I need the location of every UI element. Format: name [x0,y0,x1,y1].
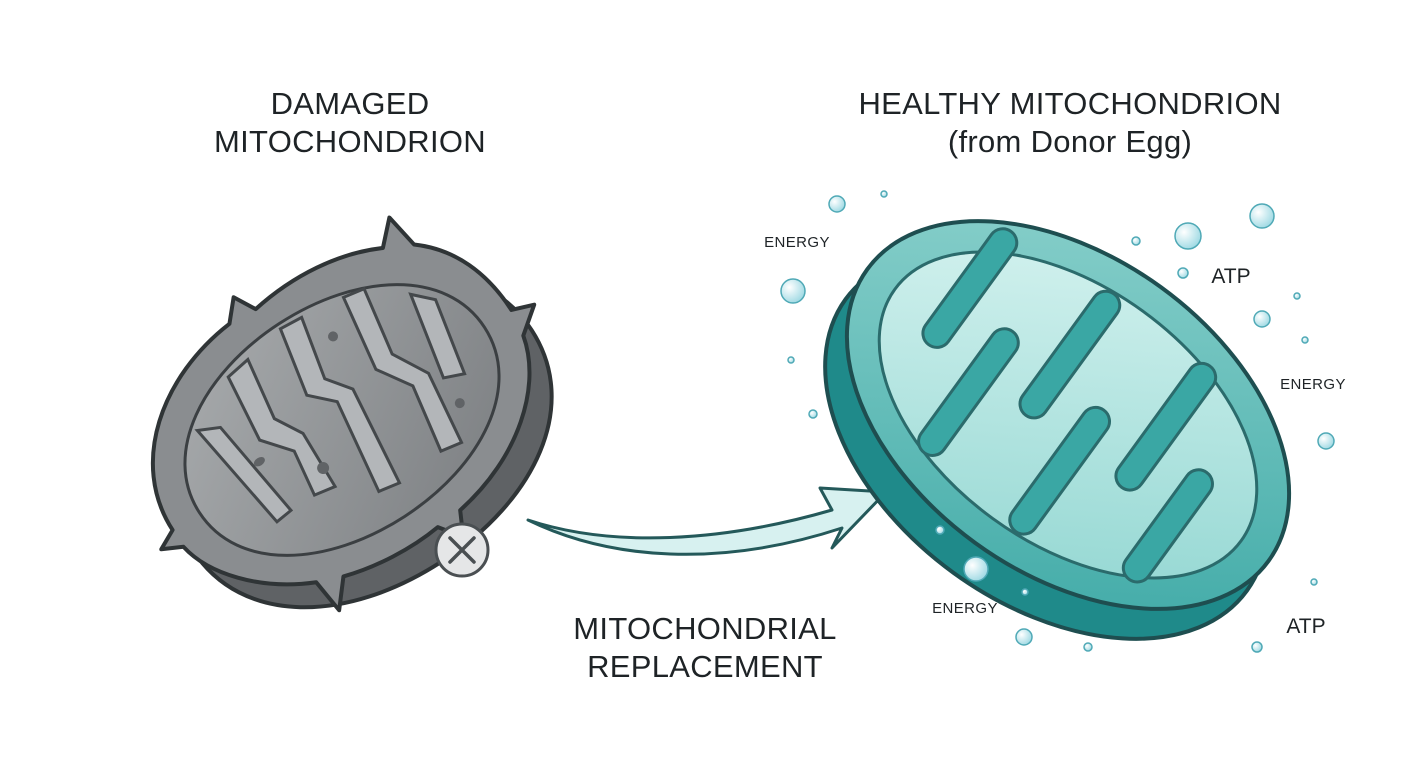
healthy-title-line2: (from Donor Egg) [947,123,1193,159]
healthy-mitochondrion [823,219,1292,641]
energy-label-1: ENERGY [764,234,830,251]
healthy-title: HEALTHY MITOCHONDRION (from Donor Egg) [820,85,1320,161]
replacement-arrow [526,486,888,556]
energy-bubbles [780,190,1335,653]
energy-label-2: ENERGY [1280,376,1346,393]
healthy-cristae [917,227,1218,584]
damaged-title-line2: MITOCHONDRION [214,123,486,159]
damaged-mitochondrion [150,215,554,613]
healthy-title-line1: HEALTHY MITOCHONDRION [858,86,1282,121]
atp-label-2: ATP [1286,615,1326,638]
damaged-cristae [194,286,467,524]
process-label: MITOCHONDRIAL REPLACEMENT [540,610,870,686]
damaged-debris [253,331,465,475]
energy-label-3: ENERGY [932,600,998,617]
damaged-title-line1: DAMAGED [270,86,430,121]
x-circle-icon [434,522,490,578]
damaged-title: DAMAGED MITOCHONDRION [170,85,530,161]
atp-label-1: ATP [1211,265,1251,288]
process-label-line2: REPLACEMENT [587,648,823,684]
healthy-inner-membrane [877,250,1259,580]
process-label-line1: MITOCHONDRIAL [573,611,837,646]
